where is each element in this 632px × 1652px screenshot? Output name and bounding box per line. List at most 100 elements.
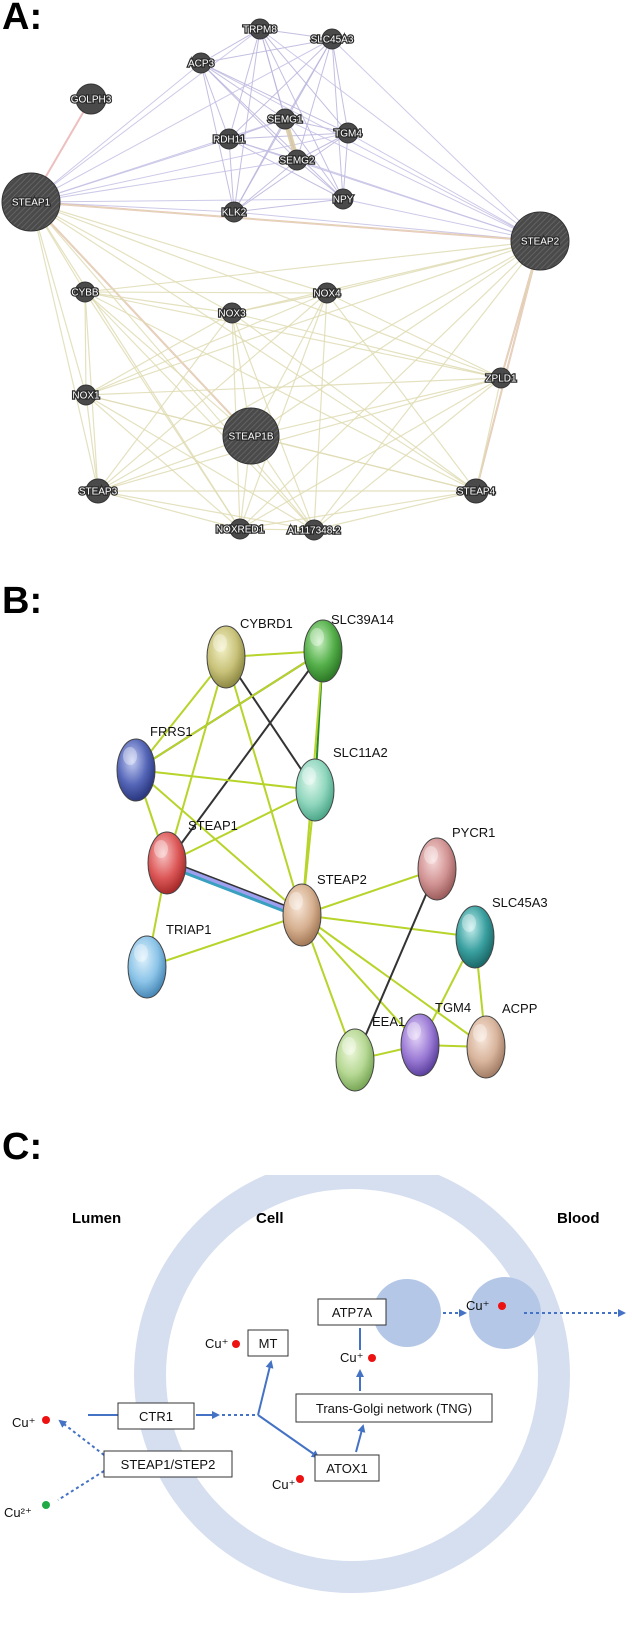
node-steap1-label: STEAP1 <box>188 818 238 833</box>
node-nox3-circle <box>221 302 243 324</box>
node-slc45a3-circle <box>321 28 343 50</box>
edge-steap1b-zpld1 <box>250 377 502 437</box>
edge-nox4-steap4 <box>326 292 477 492</box>
node-semg2-circle <box>286 149 308 171</box>
edge-steap2-noxred1 <box>239 240 541 530</box>
node-cybrd1-bubble <box>206 625 246 689</box>
node-al117348-label: AL117348.2 <box>287 526 341 537</box>
edge-steap1-acp3 <box>30 62 202 203</box>
node-nox3: NOX3 <box>217 302 247 324</box>
node-nox3-label: NOX3 <box>218 309 246 320</box>
edge-acp3-npy <box>200 62 344 200</box>
edge-cybb-al117348 <box>84 291 315 531</box>
node-acpp-highlight <box>473 1024 487 1042</box>
edge-steap1-steap2-17 <box>166 859 303 913</box>
node-zpld1: ZPLD1 <box>484 367 518 389</box>
node-slc11a2-label: SLC11A2 <box>333 745 388 760</box>
tgn-box <box>295 1393 493 1423</box>
edge-steap2-acp3 <box>200 62 541 242</box>
edge-nox3-steap4 <box>231 312 477 492</box>
node-zpld1-circle <box>490 367 512 389</box>
region-lumen-label: Lumen <box>72 1210 121 1227</box>
node-triap1: TRIAP1 <box>127 922 212 999</box>
edge-cybrd1-steap2-4 <box>225 656 303 916</box>
node-tgm4-label: TGM4 <box>334 129 362 140</box>
edge-nox3-zpld1 <box>231 312 502 379</box>
edge-steap2-nox1 <box>85 240 541 396</box>
cu2-dot-lumen <box>42 1501 50 1509</box>
edge-cybrd1-steap1-3 <box>166 656 227 864</box>
edge-slc39a14-frrs1-6 <box>135 650 324 771</box>
edge-cybb-steap4 <box>84 291 477 492</box>
edge-acp3-semg1 <box>200 62 286 120</box>
edge-steap3-noxred1 <box>97 490 241 530</box>
edge-steap1-nox3 <box>30 201 233 314</box>
edge-cybb-steap1b <box>84 291 252 437</box>
vesicle-right <box>469 1277 541 1349</box>
edge-steap2-semg2 <box>296 159 541 242</box>
node-pycr1-bubble <box>417 837 457 901</box>
edge-cybb-nox4 <box>84 291 328 294</box>
node-frrs1-bubble <box>116 738 156 802</box>
node-slc39a14: SLC39A14 <box>303 612 394 683</box>
node-acp3-circle <box>190 52 212 74</box>
node-npy-circle <box>332 188 354 210</box>
edge-steap1-npy <box>30 198 344 203</box>
node-zpld1-label: ZPLD1 <box>485 374 517 385</box>
node-tgm4-highlight <box>407 1022 421 1040</box>
node-noxred1: NOXRED1 <box>215 518 266 540</box>
edge-steap3-zpld1 <box>97 377 502 492</box>
edge-steap1-steap1b <box>30 201 252 437</box>
edge-nox4-nox3 <box>231 292 328 314</box>
node-slc45a3-label: SLC45A3 <box>492 895 548 910</box>
node-nox1-label: NOX1 <box>72 391 100 402</box>
node-slc45a3-label: SLC45A3 <box>311 35 354 46</box>
edge-steap1-steap2-15 <box>165 860 304 918</box>
steap-label: STEAP1/STEP2 <box>121 1457 216 1472</box>
mt-label: MT <box>259 1336 278 1351</box>
cu-dot-lumen <box>42 1416 50 1424</box>
edge-steap4-zpld1 <box>475 377 502 492</box>
node-semg2-label: SEMG2 <box>279 156 314 167</box>
node-steap2: STEAP2 <box>510 211 570 271</box>
edge-cybb-nox3 <box>84 291 233 314</box>
edge-steap1-steap2-16 <box>166 864 303 920</box>
node-frrs1-highlight <box>123 747 137 765</box>
edge-steap1-steap3 <box>30 201 99 492</box>
node-steap2-label: STEAP2 <box>317 872 367 887</box>
edge-steap2-npy <box>342 198 541 242</box>
node-slc39a14-bubble <box>303 619 343 683</box>
edge-steap1-rdh11 <box>30 138 230 203</box>
edge-nox4-al117348 <box>313 292 328 531</box>
node-nox4-label: NOX4 <box>313 289 341 300</box>
edge-acp3-tgm4 <box>200 62 349 134</box>
cu-ion-lumen: Cu⁺ <box>12 1415 35 1430</box>
node-acp3-label: ACP3 <box>188 59 215 70</box>
atp7a-label: ATP7A <box>332 1305 373 1320</box>
node-slc11a2-highlight <box>302 767 316 785</box>
node-klk2-circle <box>223 201 245 223</box>
node-rdh11-label: RDH11 <box>213 135 245 146</box>
ctr1-label: CTR1 <box>139 1409 173 1424</box>
edge-acp3-semg2 <box>200 62 298 161</box>
edge-nox1-steap3 <box>85 394 99 492</box>
edge-steap2-tgm4-23 <box>301 914 421 1046</box>
node-npy-label: NPY <box>333 195 354 206</box>
node-cybb-label: CYBB <box>71 288 99 299</box>
edge-steap1-steap4 <box>30 201 477 492</box>
edge-nox3-steap3 <box>97 312 233 492</box>
node-acpp: ACPP <box>466 1001 537 1079</box>
node-nox1-circle <box>75 384 97 406</box>
arrow-to-mt <box>257 1360 274 1416</box>
edge-slc45a3-rdh11 <box>228 38 333 140</box>
node-semg1-circle <box>274 108 296 130</box>
edge-nox4-steap3 <box>97 292 328 492</box>
atox1-box <box>314 1454 380 1482</box>
node-pycr1-highlight <box>424 846 438 864</box>
node-tgm4-bubble <box>400 1013 440 1077</box>
node-slc39a14-label: SLC39A14 <box>331 612 394 627</box>
node-golph3-label: GOLPH3 <box>71 95 112 106</box>
region-cell-label: Cell <box>256 1210 284 1227</box>
region-blood-label: Blood <box>557 1210 600 1227</box>
